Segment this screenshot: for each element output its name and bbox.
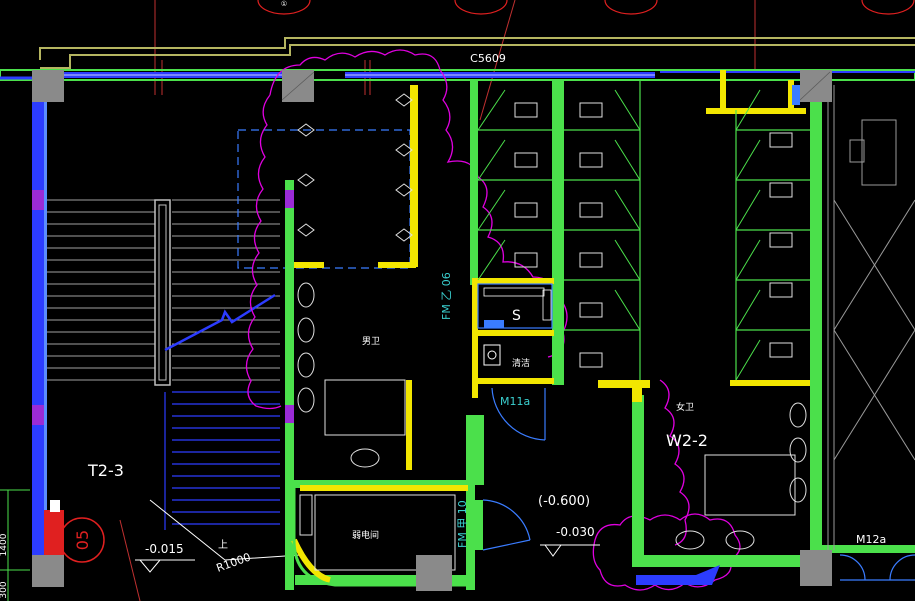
top-bubble-label: ① bbox=[281, 0, 287, 8]
stair-grey-treads bbox=[47, 199, 280, 381]
level-marker-corridor bbox=[540, 544, 600, 557]
room-male-label: 男卫 bbox=[362, 336, 380, 347]
stair-break-line bbox=[164, 293, 276, 352]
room-clean-label: 清洁 bbox=[512, 357, 530, 369]
dim-left-a: 1400 bbox=[0, 533, 9, 556]
room-electric-label: 弱电间 bbox=[352, 529, 379, 541]
stair-arrow bbox=[149, 499, 301, 561]
column-hatch bbox=[281, 71, 831, 101]
door-fm-bottom-swing bbox=[482, 499, 531, 551]
grid-bubble-05: 05 bbox=[44, 500, 105, 563]
top-window-strip bbox=[0, 69, 915, 81]
level-corridor-label: -0.030 bbox=[556, 525, 595, 539]
door-m11a-label: M11a bbox=[500, 395, 530, 408]
green-walls bbox=[285, 80, 915, 590]
right-exterior bbox=[827, 85, 915, 550]
yellow-walls bbox=[294, 70, 810, 491]
stair-handrail bbox=[154, 199, 171, 386]
closet-symbol-s: S bbox=[512, 308, 521, 324]
room-w22-label: W2-2 bbox=[666, 431, 708, 450]
dashed-zone bbox=[237, 129, 411, 269]
left-dimension bbox=[0, 489, 30, 601]
top-grid-bubbles bbox=[257, 0, 915, 15]
stall-doors bbox=[477, 89, 761, 381]
grid-bubble-label: 05 bbox=[73, 530, 92, 550]
door-m12a-label: M12a bbox=[856, 533, 886, 546]
dim-left-b: 300 bbox=[0, 581, 9, 598]
urinals bbox=[297, 93, 413, 242]
electric-room-fixtures bbox=[299, 494, 456, 571]
electric-room-curve bbox=[291, 538, 331, 583]
stair-blue-treads bbox=[164, 391, 280, 530]
door-fm-bottom-label: FM 甲 10 bbox=[456, 500, 469, 548]
stair-id-label: T2-3 bbox=[87, 461, 124, 480]
level-marker-stair bbox=[135, 559, 195, 573]
left-exterior-wall bbox=[32, 90, 47, 560]
stair-up-label: 上 bbox=[218, 539, 228, 551]
wash-basins-female bbox=[675, 402, 807, 550]
closet-fixtures bbox=[477, 283, 553, 366]
door-m11a-swing bbox=[491, 387, 546, 441]
stair-radius-label: R1000 bbox=[215, 550, 253, 574]
bottom-blue-frame bbox=[636, 575, 696, 585]
toilet-fixtures bbox=[514, 102, 793, 368]
structural-columns bbox=[32, 70, 832, 591]
door-m12a-swing bbox=[839, 554, 915, 581]
level-stair-label: -0.015 bbox=[145, 542, 184, 556]
door-fm-top-label: FM 乙 06 bbox=[440, 272, 453, 320]
room-female-label: 女卫 bbox=[676, 401, 694, 413]
level-paren-label: (-0.600) bbox=[538, 494, 590, 509]
outer-olive-line bbox=[39, 37, 915, 69]
wash-basins-male bbox=[297, 282, 406, 468]
grid-axis-lines bbox=[119, 0, 756, 601]
window-label-top: C5609 bbox=[470, 52, 506, 65]
